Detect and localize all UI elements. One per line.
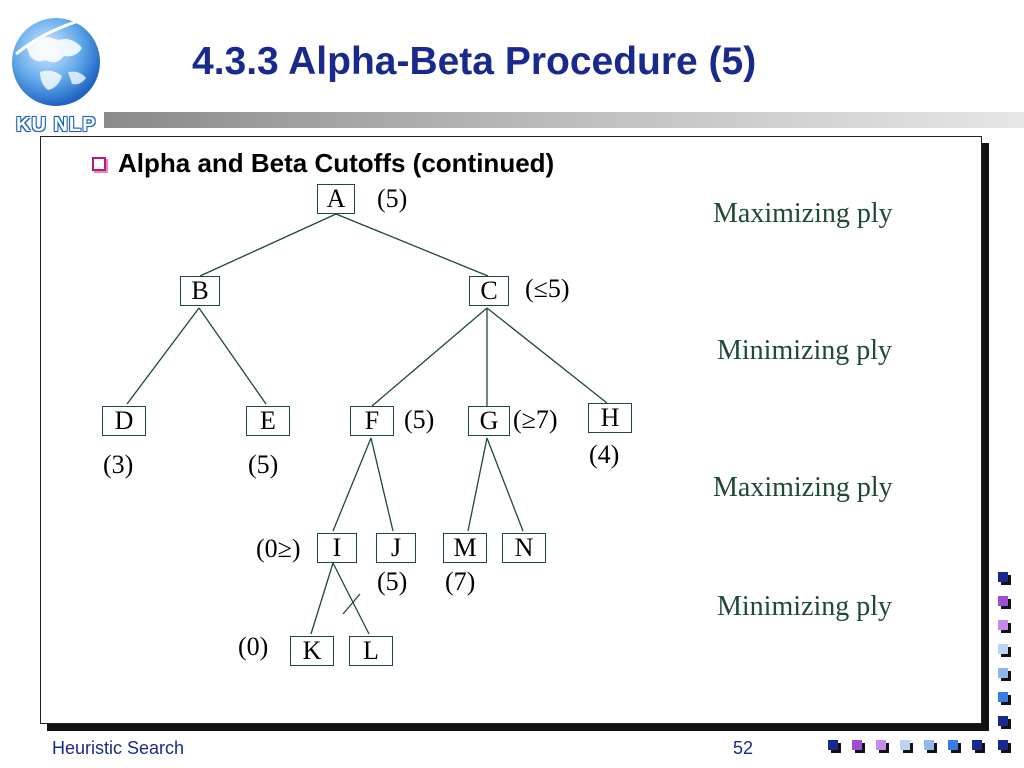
edge-g-m: [467, 437, 488, 532]
tree-node-m: M: [443, 533, 487, 563]
node-value-c: (≤5): [525, 274, 570, 303]
edge-a-b: [199, 213, 337, 277]
decor-square: [828, 740, 838, 750]
tree-node-g: G: [468, 406, 510, 436]
edge-a-c: [335, 213, 489, 277]
node-value-i: (0≥): [256, 534, 301, 563]
cutoff-mark: [342, 593, 361, 615]
globe-icon: [12, 10, 108, 106]
node-value-h: (4): [589, 440, 620, 469]
decor-square: [998, 716, 1008, 726]
decor-square: [998, 692, 1008, 702]
bullet-text: Alpha and Beta Cutoffs (continued): [118, 148, 555, 178]
node-value-g: (≥7): [513, 405, 558, 434]
node-value-a: (5): [377, 184, 408, 213]
tree-node-c: C: [469, 276, 509, 306]
node-value-d: (3): [103, 450, 134, 479]
footer-page-number: 52: [733, 738, 754, 758]
tree-node-d: D: [102, 406, 146, 436]
tree-node-e: E: [246, 406, 290, 436]
decor-square: [998, 596, 1008, 606]
ply-label-2: Minimizing ply: [717, 335, 892, 366]
edge-i-k: [310, 562, 334, 635]
node-value-m: (7): [445, 567, 476, 596]
tree-node-b: B: [180, 276, 220, 306]
bullet-point: Alpha and Beta Cutoffs (continued): [92, 148, 554, 179]
tree-node-i: I: [317, 533, 357, 563]
edge-f-i: [332, 437, 372, 532]
edge-b-e: [198, 307, 267, 405]
ply-label-3: Maximizing ply: [713, 472, 893, 503]
edge-g-n: [486, 437, 524, 532]
bullet-icon: [92, 156, 106, 171]
logo-text: KU NLP: [16, 114, 97, 136]
tree-node-a: A: [317, 184, 355, 214]
ply-label-4: Minimizing ply: [717, 591, 892, 622]
decor-square: [998, 644, 1008, 654]
tree-node-n: N: [502, 533, 546, 563]
slide-title: 4.3.3 Alpha-Beta Procedure (5): [192, 40, 757, 83]
decor-square: [998, 572, 1008, 582]
edge-i-l: [332, 562, 370, 635]
decor-square: [924, 740, 934, 750]
node-value-k: (0): [238, 632, 269, 661]
tree-node-h: H: [588, 403, 632, 433]
decor-square: [998, 740, 1008, 750]
tree-node-f: F: [350, 406, 394, 436]
node-value-j: (5): [377, 567, 408, 596]
decor-square: [900, 740, 910, 750]
header-divider-bar: [104, 112, 1024, 128]
node-value-f: (5): [404, 405, 435, 434]
decor-square: [998, 620, 1008, 630]
decor-square: [948, 740, 958, 750]
footer-course-title: Heuristic Search: [52, 738, 185, 758]
decor-square: [972, 740, 982, 750]
edge-c-h: [486, 307, 608, 404]
edge-b-d: [126, 307, 200, 405]
tree-node-j: J: [376, 533, 416, 563]
edge-f-j: [370, 437, 394, 532]
ply-label-1: Maximizing ply: [713, 198, 893, 229]
decor-square: [852, 740, 862, 750]
decor-square: [876, 740, 886, 750]
tree-node-k: K: [290, 636, 334, 666]
node-value-e: (5): [248, 450, 279, 479]
tree-node-l: L: [349, 636, 393, 666]
ku-nlp-logo: KU NLP: [6, 6, 118, 136]
content-frame: [40, 136, 982, 724]
decor-square: [998, 668, 1008, 678]
edge-c-f: [371, 307, 488, 407]
